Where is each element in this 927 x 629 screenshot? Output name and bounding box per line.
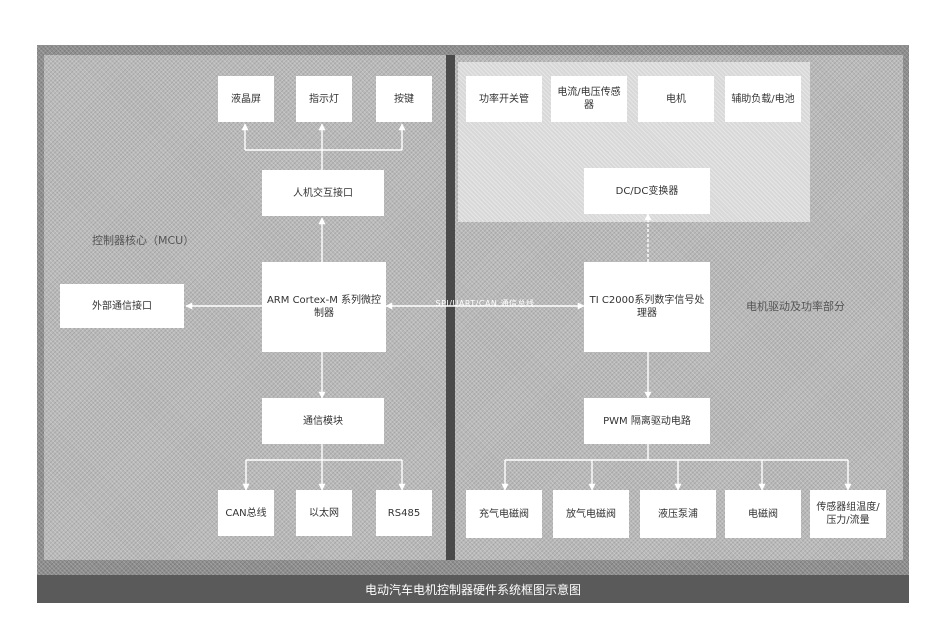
- pwm-driver-box: PWM 隔离驱动电路: [584, 398, 710, 444]
- dcdc-box: DC/DC变换器: [584, 168, 710, 214]
- can-box: CAN总线: [218, 490, 274, 536]
- ethernet-box: 以太网: [296, 490, 352, 536]
- ext-comm-box: 外部通信接口: [60, 284, 184, 328]
- sensors-box: 传感器组温度/压力/流量: [810, 490, 886, 538]
- dsp-box: TI C2000系列数字信号处理器: [584, 262, 710, 352]
- comm-module-box: 通信模块: [262, 398, 384, 444]
- load-box: 辅助负载/电池: [725, 76, 801, 122]
- deflate-valve-box: 放气电磁阀: [553, 490, 629, 538]
- solenoid-box: 电磁阀: [725, 490, 801, 538]
- motor-box: 电机: [638, 76, 714, 122]
- indicator-box: 指示灯: [296, 76, 352, 122]
- mcu-zone-label: 控制器核心（MCU）: [92, 232, 194, 248]
- rs485-box: RS485: [376, 490, 432, 536]
- current-sensor-box: 电流/电压传感器: [551, 76, 627, 122]
- bus-label: SPI/UART/CAN 通信总线: [410, 298, 560, 309]
- mcu-box: ARM Cortex-M 系列微控制器: [262, 262, 386, 352]
- keys-box: 按键: [376, 76, 432, 122]
- pump-box: 液压泵浦: [640, 490, 716, 538]
- hmi-box: 人机交互接口: [262, 170, 384, 216]
- inflate-valve-box: 充气电磁阀: [466, 490, 542, 538]
- diagram-caption: 电动汽车电机控制器硬件系统框图示意图: [37, 575, 909, 603]
- power-zone-label: 电机驱动及功率部分: [746, 298, 845, 314]
- display-box: 液晶屏: [218, 76, 274, 122]
- power-switch-box: 功率开关管: [466, 76, 542, 122]
